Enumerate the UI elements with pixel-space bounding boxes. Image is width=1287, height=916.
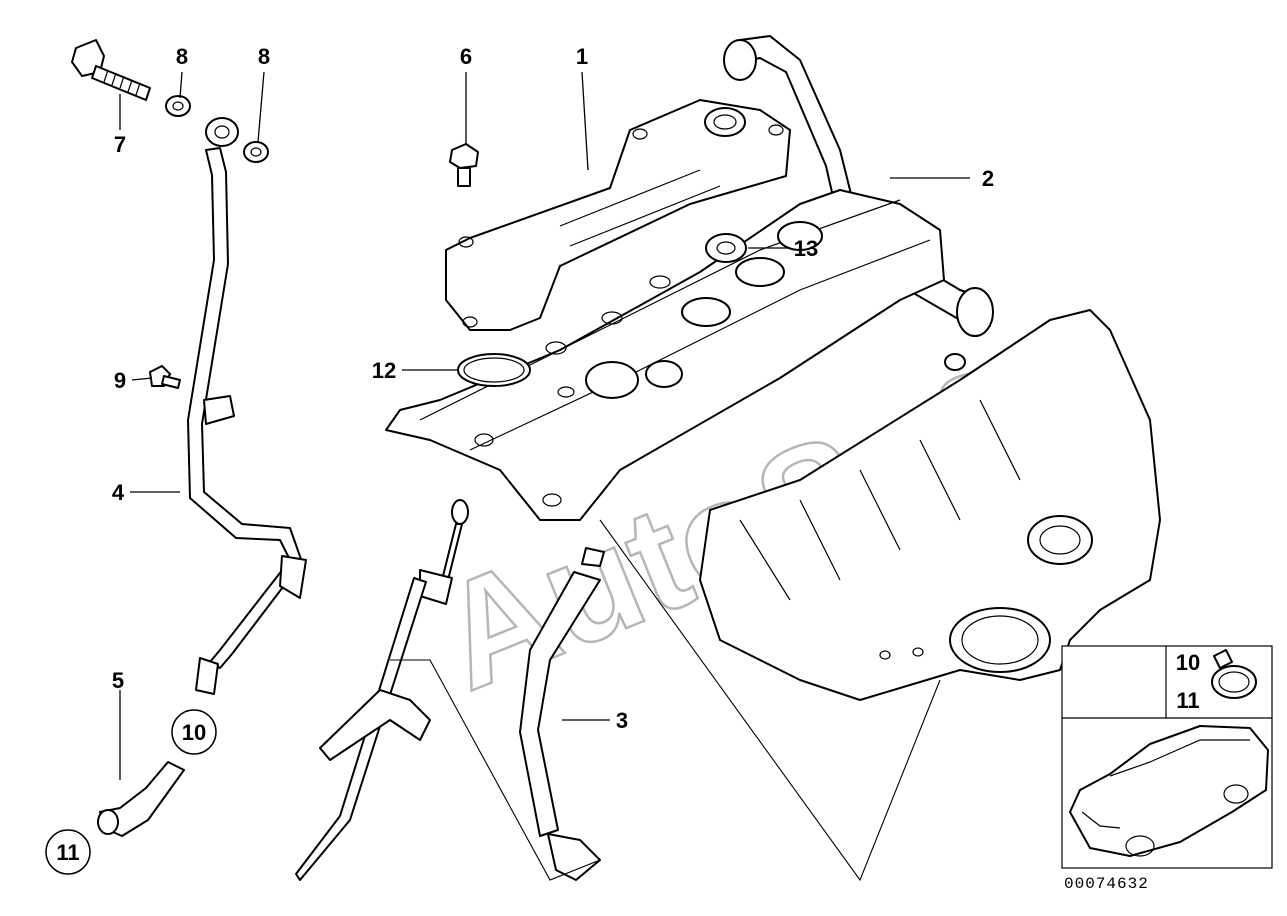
assembly-lines [390,519,941,882]
callout-11: 11 [56,840,79,865]
callout-8-left: 8 [176,44,188,69]
hose-clamp-icon [1211,649,1257,699]
callout-10: 10 [182,720,206,745]
o-ring [457,353,531,387]
callout-12: 12 [372,358,396,383]
callout-4: 4 [112,480,125,505]
hose-piece [97,761,185,837]
callout-5: 5 [112,668,124,693]
oil-return-pipe [187,117,307,695]
callout-6: 6 [460,44,472,69]
callout-11-circle [45,829,91,875]
callout-2: 2 [982,166,994,191]
document-id: 00074632 [1064,875,1149,893]
callout-7: 7 [114,132,126,157]
callout-10-circle [171,709,217,755]
sealing-washer-right [243,141,269,163]
dipstick-guide-tube [295,499,469,881]
callout-3: 3 [616,708,628,733]
vehicle-silhouette-icon [1069,725,1269,857]
callout-labels: 1 2 3 4 5 6 7 8 8 9 10 11 12 13 [45,44,994,875]
callout-1: 1 [576,44,588,69]
dipstick-tube [519,547,605,881]
ventilation-hose [723,35,994,337]
callout-9: 9 [114,368,126,393]
oil-separator-cover [445,99,791,331]
inset-label-10: 10 [1176,650,1200,675]
inset-legend: 10 11 [1061,645,1273,869]
leader-lines [119,71,970,780]
banjo-bolt [71,39,151,101]
intake-manifold [699,309,1161,701]
small-bolt [149,365,181,389]
seal-ring [705,233,747,263]
inset-label-11: 11 [1176,688,1199,713]
sealing-washer-left [165,95,191,117]
callout-13: 13 [794,236,818,261]
cover-bolt [449,143,479,187]
callout-8-right: 8 [258,44,270,69]
